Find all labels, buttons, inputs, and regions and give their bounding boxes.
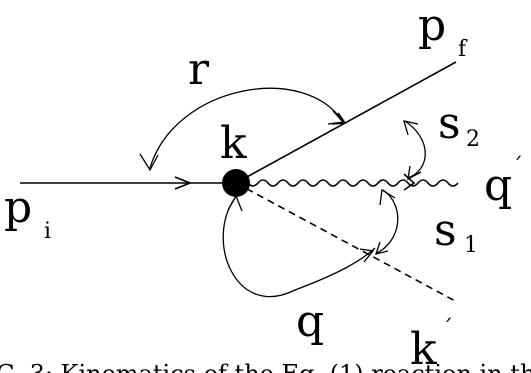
arc-r-arrowhead-left bbox=[139, 153, 159, 172]
arc-s2-arrowhead-bottom bbox=[407, 165, 422, 181]
label-k-prime-mark: ´ bbox=[442, 317, 453, 342]
arc-s2-arrowhead-top bbox=[403, 120, 419, 136]
arc-q bbox=[222, 197, 376, 298]
label-s2: s bbox=[438, 98, 461, 149]
photon-line-arrow bbox=[403, 173, 416, 191]
incoming-line-arrow bbox=[174, 176, 193, 190]
label-p-i-subscript: i bbox=[44, 219, 51, 244]
arc-q-arrowhead-top bbox=[227, 194, 243, 212]
arc-s1 bbox=[376, 189, 399, 254]
vertex-dot bbox=[222, 169, 250, 197]
photon-line-q-prime bbox=[237, 179, 459, 187]
label-k: k bbox=[220, 118, 247, 169]
arc-r bbox=[149, 87, 344, 169]
label-q: q bbox=[296, 296, 324, 347]
arc-r-arrowhead-right bbox=[327, 110, 345, 125]
label-s2-subscript: 2 bbox=[466, 127, 480, 152]
arc-s2 bbox=[404, 120, 426, 179]
arc-q-arrowhead-bottom bbox=[359, 248, 375, 263]
outgoing-line-pf bbox=[235, 61, 457, 184]
label-q-prime: q bbox=[484, 160, 512, 211]
label-r: r bbox=[188, 44, 210, 95]
arc-s1-arrowhead-top bbox=[379, 188, 396, 206]
arc-s1-arrowhead-bottom bbox=[375, 241, 389, 255]
label-p-f-subscript: f bbox=[458, 37, 468, 62]
label-p-f: p bbox=[418, 0, 446, 51]
label-s1: s bbox=[434, 205, 457, 256]
dashed-line-k-prime bbox=[235, 182, 458, 303]
label-k-prime: k bbox=[410, 324, 437, 373]
label-q-prime-mark: ´ bbox=[512, 155, 523, 180]
label-p-i: p bbox=[4, 182, 32, 233]
figure-caption: G. 3: Kinematics of the Eq. (1) reaction… bbox=[0, 360, 531, 373]
label-s1-subscript: 1 bbox=[464, 233, 478, 258]
outgoing-line-arrow bbox=[331, 112, 347, 125]
